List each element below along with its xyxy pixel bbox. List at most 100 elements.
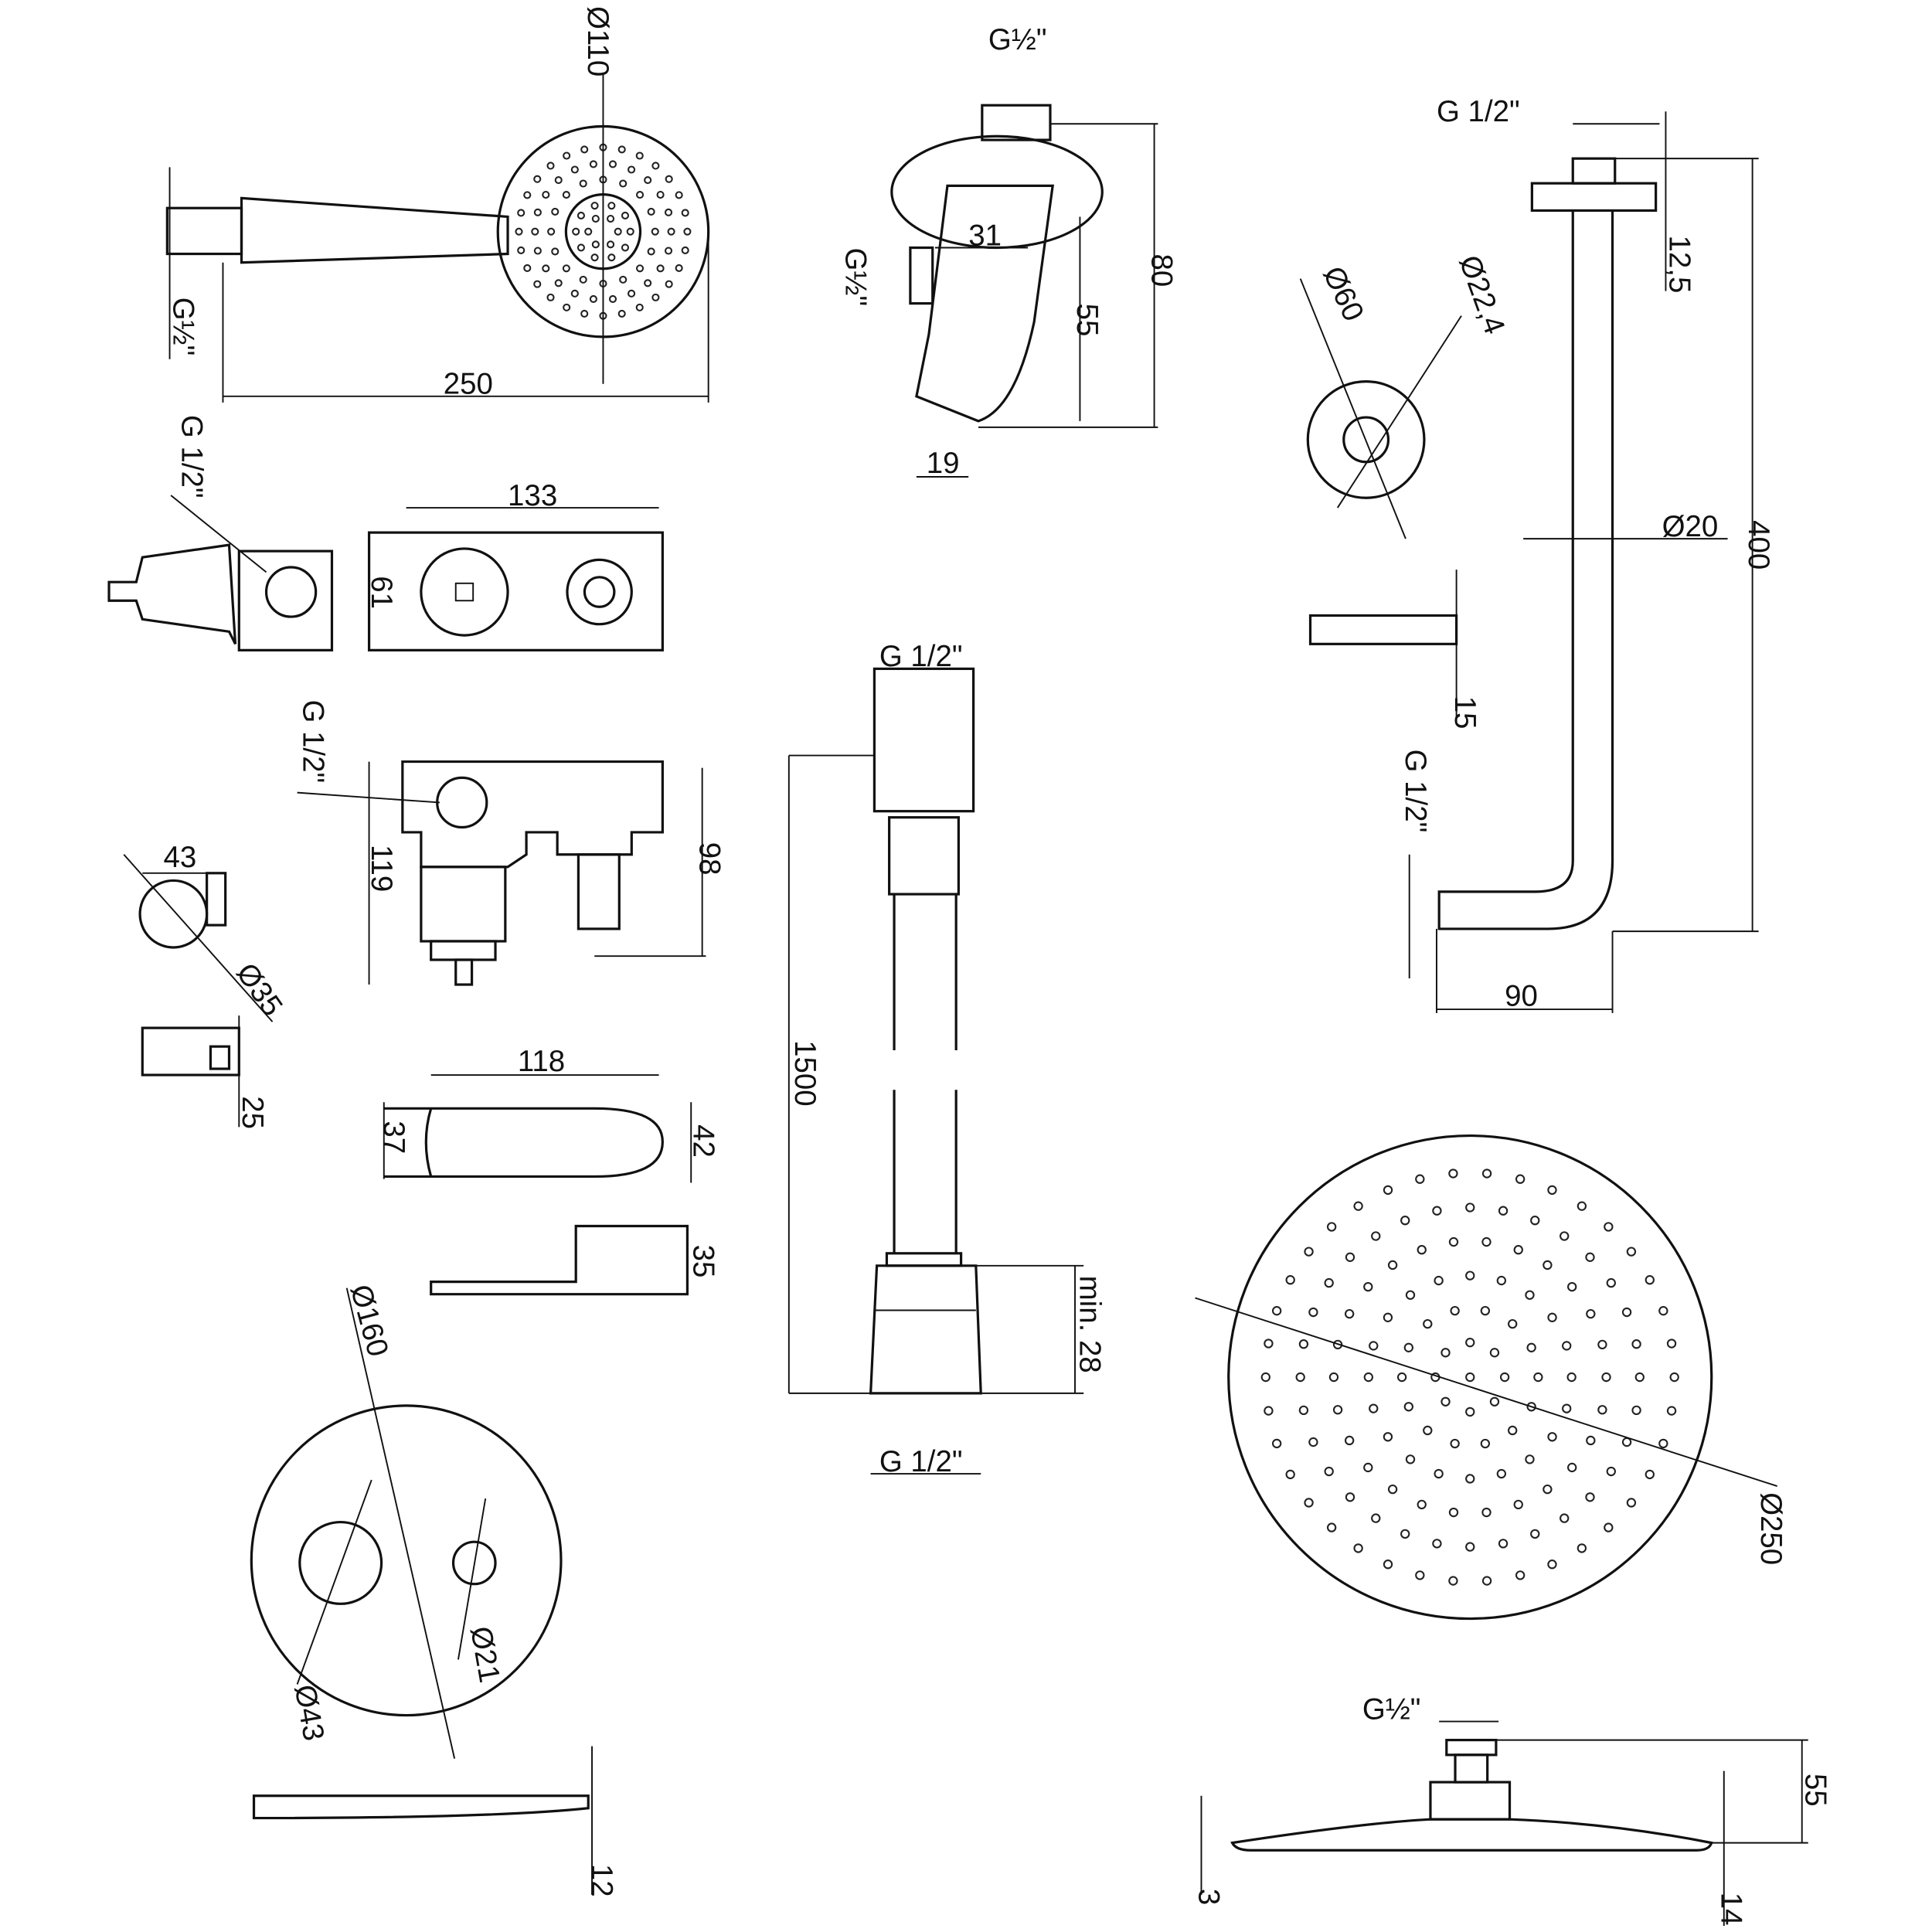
dim-cover-diameter: Ø160 <box>344 1281 395 1360</box>
nozzle-dot <box>1345 1492 1355 1502</box>
dim-arm-height: 400 <box>1742 520 1775 570</box>
nozzle-dot <box>1264 1338 1274 1349</box>
nozzle-dot <box>1481 1576 1492 1586</box>
nozzle-dot <box>1621 1437 1632 1447</box>
nozzle-dot <box>1658 1306 1668 1316</box>
nozzle-dot <box>1547 1185 1557 1196</box>
nozzle-dot <box>1562 1341 1572 1351</box>
nozzle-dot <box>1508 1318 1518 1329</box>
nozzle-dot <box>590 202 599 210</box>
nozzle-dot <box>1308 1437 1318 1447</box>
nozzle-dot <box>1369 1403 1379 1413</box>
nozzle-dot <box>533 280 542 288</box>
dim-diverter-thread: G 1/2" <box>175 415 209 498</box>
hand-shower-handle <box>240 196 509 264</box>
nozzle-dot <box>1440 1348 1451 1358</box>
nozzle-dot <box>554 176 563 185</box>
nozzle-dot <box>1465 1372 1475 1383</box>
nozzle-dot <box>1601 1372 1611 1383</box>
nozzle-dot <box>1328 1372 1339 1383</box>
nozzle-dot <box>644 176 652 185</box>
nozzle-dot <box>1669 1372 1679 1383</box>
nozzle-dot <box>1658 1438 1668 1449</box>
nozzle-dot <box>1513 1245 1523 1255</box>
nozzle-dot <box>681 246 689 254</box>
shower-arm: G 1/2" 12,5 400 Ø20 G 1/2" 90 <box>1399 95 1775 1013</box>
nozzle-dot <box>1465 1270 1475 1281</box>
dim-hand-shower-length: 250 <box>444 368 493 401</box>
nozzle-dot <box>621 211 630 220</box>
nozzle-dot <box>1271 1306 1282 1316</box>
dim-diverter-width: 133 <box>508 479 557 512</box>
nozzle-dot <box>579 179 587 188</box>
nozzle-dot <box>554 279 563 287</box>
nozzle-dot <box>577 243 585 252</box>
dim-cover-small-hole: Ø21 <box>464 1624 506 1685</box>
nozzle-dot <box>1481 1236 1492 1247</box>
nozzle-dot <box>572 227 580 236</box>
nozzle-dot <box>1415 1174 1425 1184</box>
dim-hose-thread-top: G 1/2" <box>879 640 963 673</box>
nozzle-dot <box>1465 1474 1475 1484</box>
nozzle-dot <box>1543 1484 1553 1495</box>
nozzle-dot <box>570 289 579 298</box>
nozzle-dot <box>1450 1305 1460 1316</box>
nozzle-dot <box>1465 1202 1475 1213</box>
nozzle-dot <box>1383 1312 1393 1322</box>
nozzle-dot <box>1363 1372 1374 1383</box>
knob: 43 Ø35 25 <box>123 841 289 1129</box>
nozzle-dot <box>1396 1372 1407 1383</box>
nozzle-dot <box>546 293 555 301</box>
nozzle-dot <box>635 191 645 199</box>
nozzle-dot <box>1264 1406 1274 1416</box>
nozzle-dot <box>1496 1275 1507 1286</box>
nozzle-dot <box>626 227 634 236</box>
nozzle-dot <box>562 264 570 273</box>
nozzle-dot <box>614 227 622 236</box>
nozzle-dot <box>1577 1201 1587 1211</box>
nozzle-dot <box>1597 1405 1607 1415</box>
dim-knob-width: 43 <box>164 841 197 874</box>
nozzle-dot <box>577 211 585 220</box>
nozzle-dot <box>1403 1402 1414 1412</box>
dim-knob-diameter: Ø35 <box>230 957 289 1022</box>
nozzle-dot <box>1567 1281 1577 1292</box>
nozzle-dot <box>683 227 692 236</box>
nozzle-dot <box>1371 1231 1381 1241</box>
nozzle-dot <box>1585 1252 1595 1262</box>
dim-holder-height: 80 <box>1145 254 1178 287</box>
nozzle-dot <box>1525 1290 1535 1300</box>
nozzle-dot <box>1326 1222 1337 1232</box>
nozzle-dot <box>1405 1290 1416 1300</box>
nozzle-dot <box>1586 1435 1596 1446</box>
nozzle-dot <box>563 303 571 311</box>
nozzle-dot <box>1480 1438 1491 1449</box>
nozzle-dot <box>1440 1396 1451 1406</box>
dim-hose-thread-bottom: G 1/2" <box>879 1445 963 1478</box>
dim-rain-thickness: 14 <box>1715 1893 1748 1926</box>
nozzle-dot <box>1498 1206 1509 1216</box>
nozzle-dot <box>1666 1406 1677 1416</box>
dim-arm-thread-bottom: G 1/2" <box>1399 750 1432 833</box>
nozzle-dot <box>607 253 616 262</box>
nozzle-dot <box>665 280 673 288</box>
nozzle-dot <box>1481 1168 1492 1179</box>
nozzle-dot <box>591 214 600 223</box>
nozzle-dot <box>656 190 665 199</box>
nozzle-dot <box>1606 1277 1616 1288</box>
nozzle-dot <box>1304 1498 1314 1508</box>
mixer-body: G 1/2" 119 98 <box>297 699 726 986</box>
nozzle-dot <box>1465 1542 1475 1552</box>
nozzle-dot <box>1403 1342 1414 1352</box>
nozzle-dot <box>675 264 683 273</box>
nozzle-dot <box>1383 1432 1393 1442</box>
nozzle-dot <box>1604 1222 1614 1232</box>
nozzle-dot <box>1604 1522 1614 1532</box>
nozzle-dot <box>1562 1403 1572 1413</box>
nozzle-dot <box>1298 1339 1309 1349</box>
nozzle-dot <box>533 175 542 183</box>
nozzle-dot <box>1498 1539 1509 1549</box>
nozzle-dot <box>1417 1245 1427 1255</box>
shower-hose: G 1/2" 1500 min. 28 G 1/2" <box>788 640 1107 1478</box>
dim-handle-length: 118 <box>518 1045 565 1078</box>
